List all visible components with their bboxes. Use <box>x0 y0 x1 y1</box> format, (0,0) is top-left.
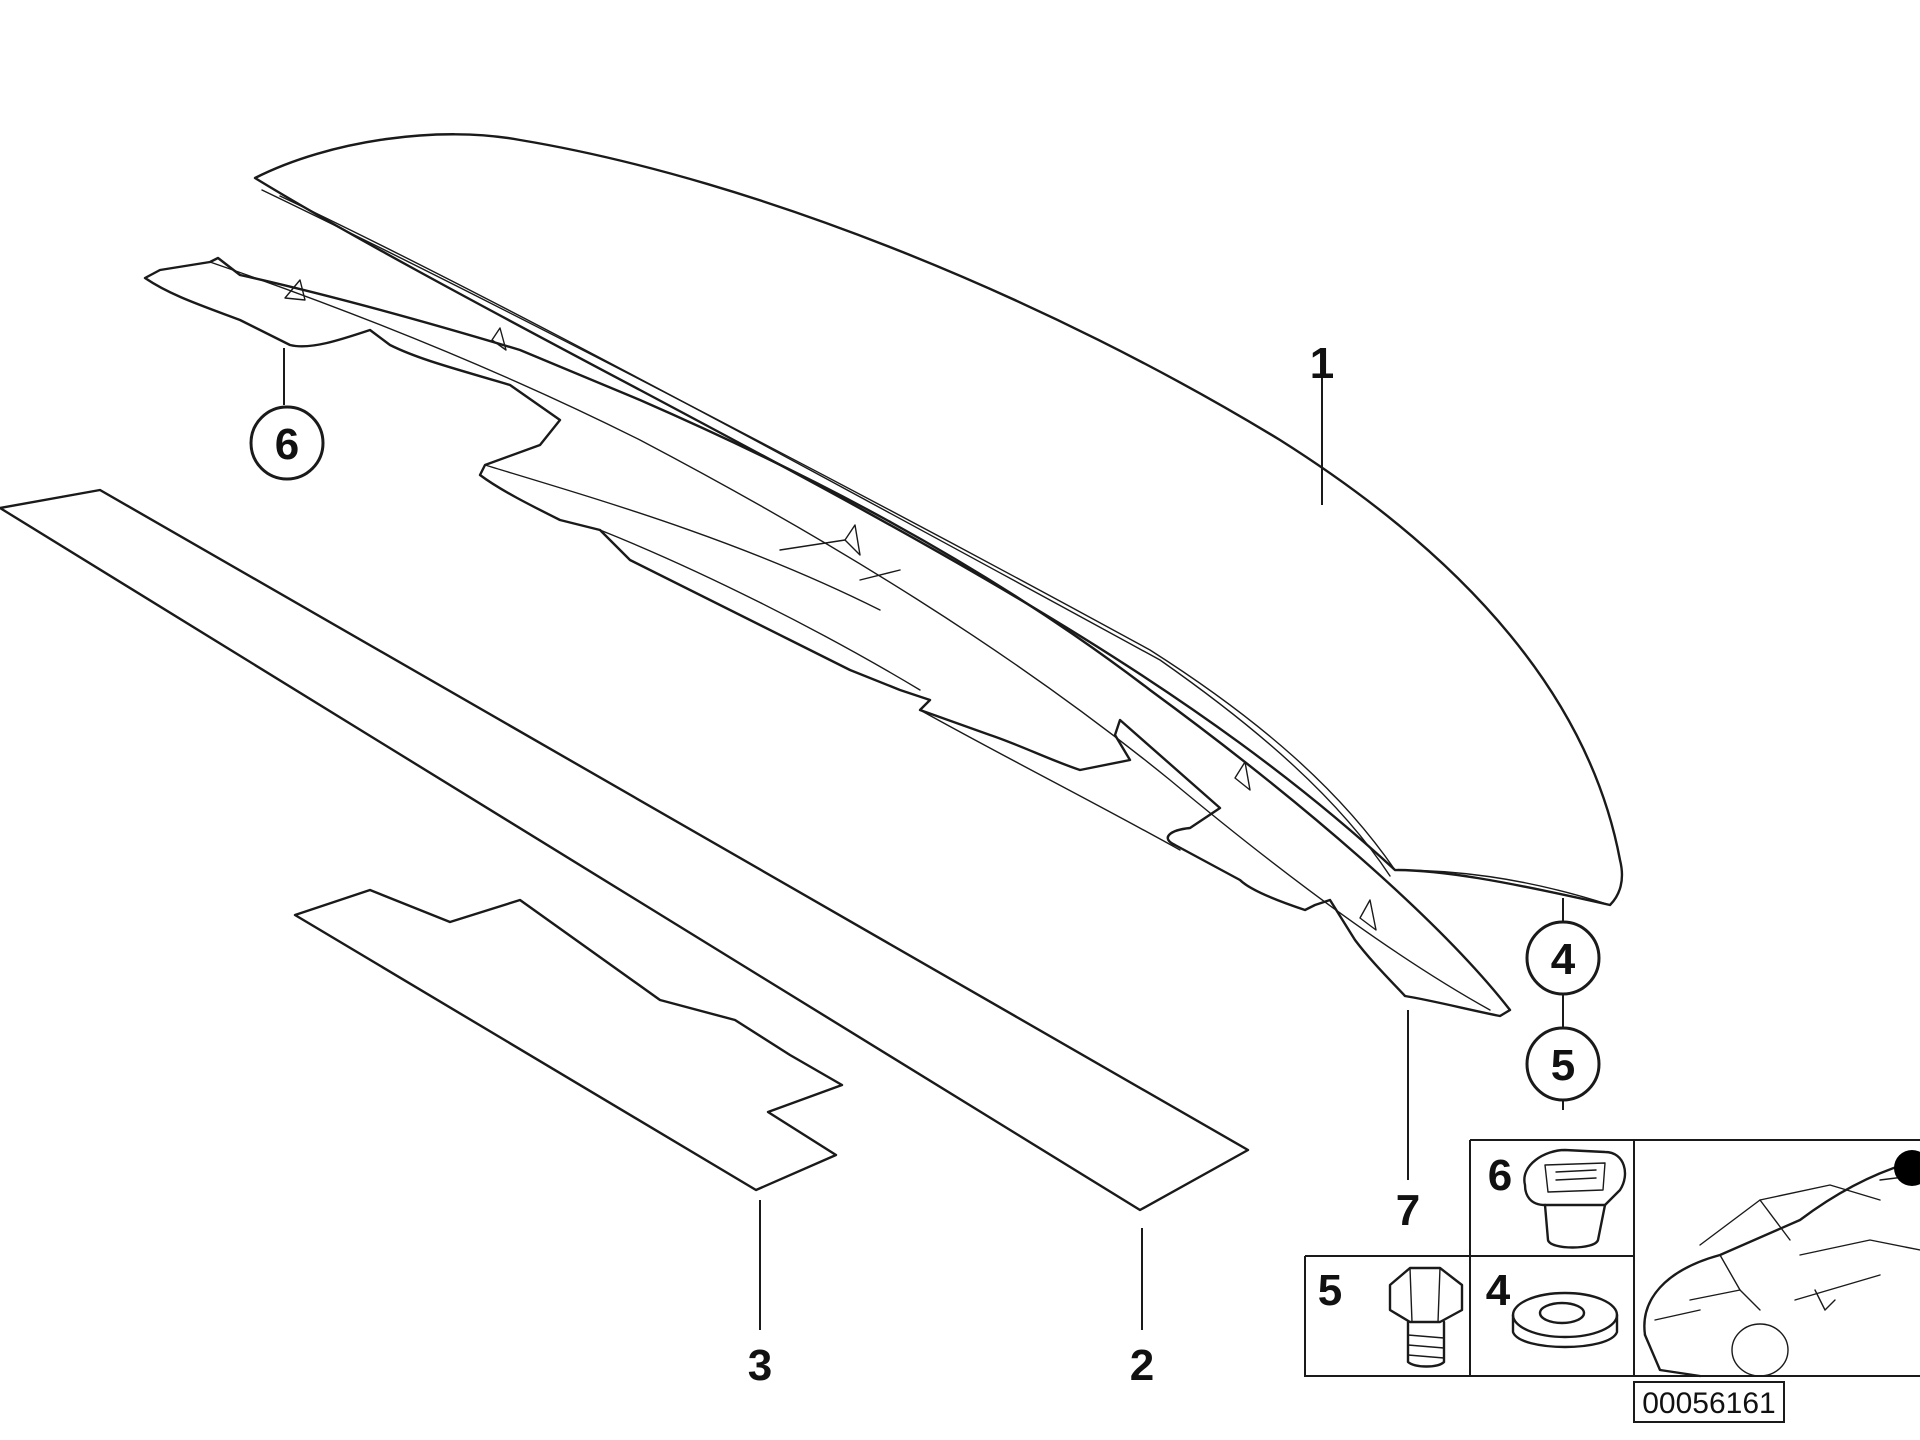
diagram-id: 00056161 <box>1642 1387 1775 1420</box>
callout-5: 5 <box>1551 1041 1575 1090</box>
callout-3: 3 <box>748 1341 772 1390</box>
callout-6: 6 <box>275 420 299 469</box>
sticker-strip-part-2 <box>0 488 1250 1212</box>
inset-panel <box>1304 1139 1920 1377</box>
inset-label-5: 5 <box>1318 1266 1342 1315</box>
callout-4: 4 <box>1551 935 1576 984</box>
hex-bolt-icon <box>1388 1266 1464 1368</box>
inset-label-4: 4 <box>1486 1266 1511 1315</box>
rubber-grommet-icon <box>1511 1291 1619 1349</box>
callout-5-circle <box>1525 1026 1601 1102</box>
trim-part-7 <box>143 256 1512 1018</box>
wing-nut-clip-icon <box>1523 1148 1627 1249</box>
car-reference-icon <box>1643 1150 1920 1378</box>
callout-2: 2 <box>1130 1341 1154 1390</box>
inset-label-6: 6 <box>1488 1151 1512 1200</box>
callout-6-circle <box>249 405 325 481</box>
callout-1: 1 <box>1310 339 1334 388</box>
diagram-id-box: 00056161 <box>1633 1381 1785 1423</box>
callout-7: 7 <box>1396 1186 1420 1235</box>
callout-4-circle <box>1525 920 1601 996</box>
sticker-strip-part-3 <box>293 888 844 1192</box>
spoiler-part-1 <box>253 133 1624 907</box>
